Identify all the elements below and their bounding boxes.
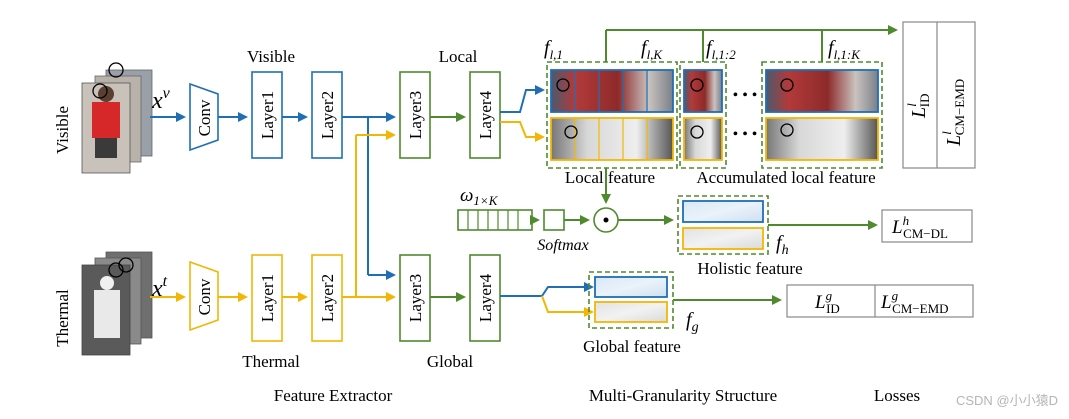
f-l12-label: fl,1:2 [706, 37, 736, 62]
local-layer4-label: Layer4 [476, 90, 495, 139]
dl-loss-box [881, 209, 973, 243]
f-l1K-label: fl,1:K [828, 37, 861, 62]
global-visible-vector [594, 276, 668, 298]
softmax-block [543, 209, 565, 231]
thermal-conv-label: Conv [195, 278, 214, 315]
local-feature-group [546, 61, 678, 169]
local-thermal-strip [550, 117, 674, 161]
thermal-layer1-block [251, 254, 283, 342]
local-branch-label: Local [439, 47, 478, 66]
global-layer4-block [469, 254, 501, 342]
local-visible-strip [550, 69, 674, 113]
holistic-thermal-vector [682, 227, 764, 250]
omega-weight-vector [457, 209, 533, 231]
thermal-modality-label: Thermal [53, 289, 72, 347]
watermark: CSDN @小小猿D [956, 393, 1058, 408]
local-layer3-label: Layer3 [406, 91, 425, 139]
holistic-visible-vector [682, 200, 764, 223]
accumulated-group-1 [679, 61, 727, 169]
thermal-input-symbol: xt [151, 273, 168, 302]
holistic-feature-caption: Holistic feature [697, 259, 802, 278]
local-feature-caption: Local feature [565, 168, 655, 187]
local-emd-loss: LlCM−EMD [939, 79, 967, 147]
visible-input-symbol: xv [151, 85, 171, 114]
thermal-layer2-label: Layer2 [318, 274, 337, 322]
visible-modality-label: Visible [53, 106, 72, 154]
f-l1-label: fl,1 [544, 37, 563, 62]
global-loss-box [786, 284, 974, 318]
visible-conv-label: Conv [195, 99, 214, 136]
global-layer3-block [399, 254, 431, 342]
global-layer3-label: Layer3 [406, 274, 425, 322]
thermal-layer1-label: Layer1 [258, 274, 277, 322]
ellipsis-bottom: • • • [733, 126, 758, 143]
accumulated-feature-caption: Accumulated local feature [696, 168, 875, 187]
ellipsis-top: • • • [733, 87, 758, 104]
local-loss-box [902, 21, 976, 169]
f-lK-label: fl,K [641, 37, 663, 62]
thermal-image-stack [81, 251, 153, 356]
multi-granularity-title: Multi-Granularity Structure [589, 386, 777, 405]
f-h-label: fh [776, 232, 789, 258]
global-feature-caption: Global feature [583, 337, 681, 356]
local-id-loss: LlID [904, 94, 932, 119]
global-layer4-label: Layer4 [476, 273, 495, 322]
global-branch-label: Global [427, 352, 474, 371]
visible-layer1-label: Layer1 [258, 91, 277, 139]
global-thermal-vector [594, 301, 668, 323]
f-g-label: fg [686, 309, 699, 335]
omega-label: ω1×K [460, 185, 499, 208]
losses-title: Losses [874, 386, 920, 405]
visible-layer1-block [251, 71, 283, 159]
feature-extractor-title: Feature Extractor [274, 386, 393, 405]
visible-conv-block [189, 82, 219, 152]
local-layer3-block [399, 71, 431, 159]
local-layer4-block [469, 71, 501, 159]
holistic-feature-group [677, 195, 769, 255]
softmax-label: Softmax [537, 237, 589, 254]
thermal-layer2-block [311, 254, 343, 342]
visible-layer2-block [311, 71, 343, 159]
visible-image-stack [81, 62, 153, 174]
visible-branch-label: Visible [247, 47, 295, 66]
thermal-conv-block [189, 260, 219, 332]
visible-layer2-label: Layer2 [318, 91, 337, 139]
thermal-branch-label: Thermal [242, 352, 300, 371]
